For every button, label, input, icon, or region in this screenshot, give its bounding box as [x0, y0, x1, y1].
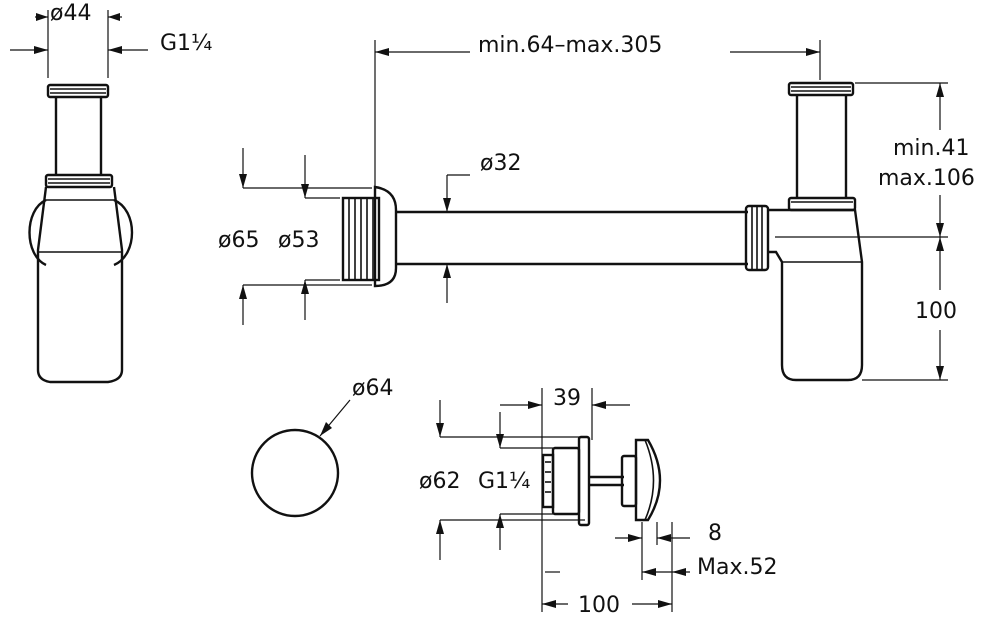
waste-valve — [541, 435, 662, 527]
label-rosette-outer: ø65 — [218, 228, 259, 253]
label-bottle-height: 100 — [915, 299, 957, 324]
label-waste-length: 100 — [578, 593, 620, 618]
label-cap-diameter: ø64 — [352, 376, 393, 401]
horizontal-pipe — [396, 204, 770, 272]
label-rosette-inner: ø53 — [278, 228, 319, 253]
label-arm-length: min.64–max.305 — [478, 33, 662, 58]
label-trap-thread: G1¼ — [160, 31, 212, 56]
dim-trap-height — [775, 82, 948, 381]
label-waste-width: 39 — [553, 386, 581, 411]
label-waste-thread: G1¼ — [478, 469, 530, 494]
label-height-min: min.41 — [893, 136, 969, 161]
label-trap-diameter: ø44 — [50, 1, 91, 26]
label-height-max: max.106 — [878, 166, 975, 191]
dim-trap-diameter — [10, 10, 148, 78]
dim-arm-length — [374, 40, 821, 188]
label-waste-max: Max.52 — [697, 555, 777, 580]
wall-rosette — [341, 185, 398, 288]
label-pipe-diameter: ø32 — [480, 151, 521, 176]
dim-waste — [436, 388, 690, 612]
trap-cap — [250, 399, 351, 518]
trap-front-view — [768, 81, 864, 382]
label-waste-plug: 8 — [708, 521, 722, 546]
dim-pipe-diameter — [443, 174, 470, 303]
dim-rosette — [239, 148, 372, 325]
label-waste-flange: ø62 — [419, 469, 460, 494]
trap-side-view — [28, 83, 134, 384]
